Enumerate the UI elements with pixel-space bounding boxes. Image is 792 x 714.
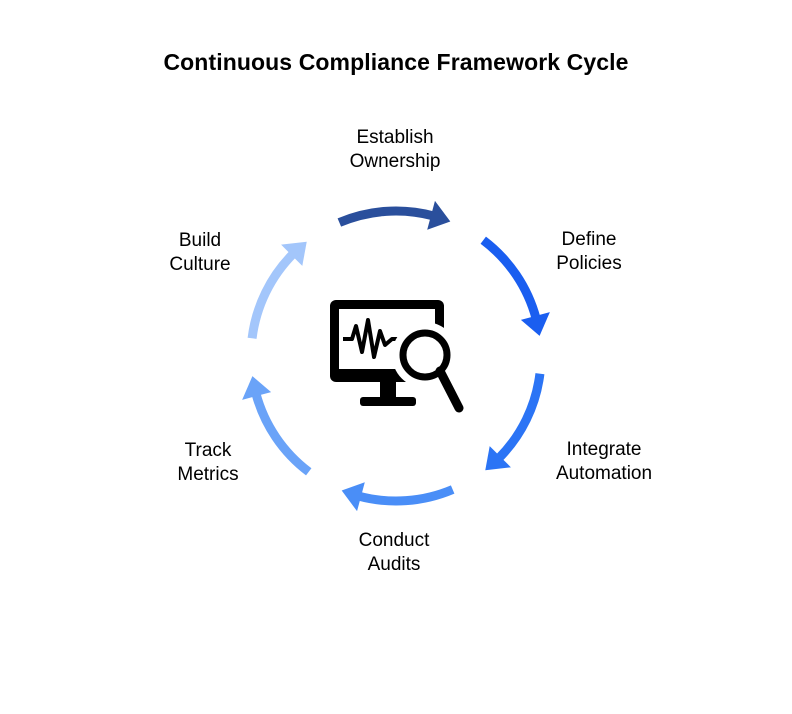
arc-establish-ownership [337, 206, 435, 227]
diagram-title: Continuous Compliance Framework Cycle [163, 49, 629, 75]
step-label-define-policies: Define Policies [556, 229, 622, 274]
monitor-magnifier-icon [330, 300, 464, 413]
arc-build-culture-arrowhead [281, 241, 307, 266]
arc-integrate-automation-arrowhead [485, 446, 511, 471]
arc-integrate-automation [495, 373, 545, 462]
step-label-conduct-audits: Conduct Audits [358, 530, 430, 575]
step-label-establish-ownership: Establish Ownership [349, 127, 441, 172]
step-label-build-culture: Build Culture [169, 230, 231, 275]
arc-define-policies-arrowhead [520, 312, 550, 336]
step-label-track-metrics: Track Metrics [177, 440, 239, 485]
arc-build-culture [247, 250, 297, 339]
arc-conduct-audits [357, 485, 455, 506]
arc-conduct-audits-arrowhead [341, 482, 365, 512]
arc-define-policies [480, 236, 541, 320]
arc-track-metrics-arrowhead [242, 376, 272, 400]
arc-track-metrics [251, 392, 312, 476]
step-label-integrate-automation: Integrate Automation [555, 439, 653, 484]
arc-establish-ownership-arrowhead [427, 200, 451, 230]
